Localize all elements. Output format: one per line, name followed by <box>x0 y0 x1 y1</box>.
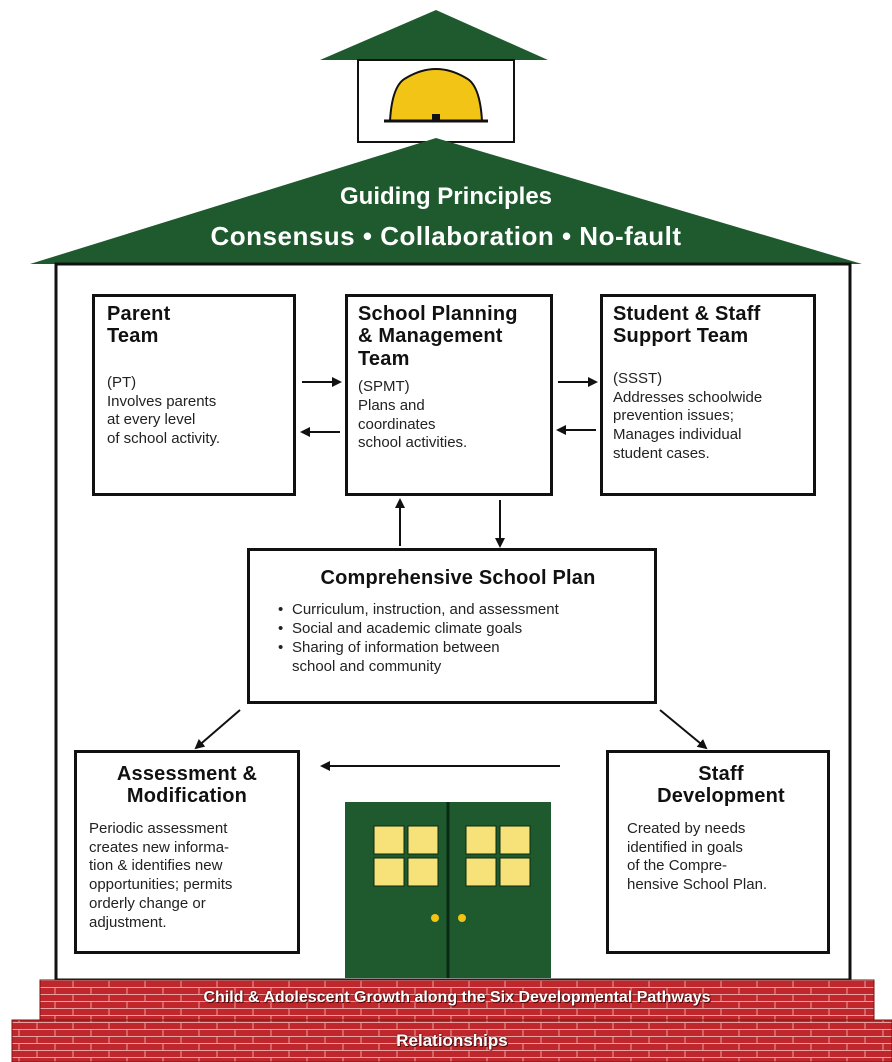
upper-step-label: Child & Adolescent Growth along the Six … <box>203 989 711 1006</box>
upper-step <box>39 979 875 1021</box>
double-door <box>345 802 551 978</box>
lower-step <box>11 1019 892 1062</box>
cupola-roof <box>320 10 548 60</box>
plan-list: Curriculum, instruction, and assessment … <box>276 601 640 676</box>
spmt-title: School Planning & Management Team <box>358 303 518 370</box>
plan-item: Sharing of information between school an… <box>278 639 640 677</box>
staff-title: Staff Development <box>657 763 785 808</box>
staff-development-box: Staff Development Created by needs ident… <box>606 750 830 954</box>
parent-team-title: Parent Team <box>107 303 171 348</box>
bell-icon <box>384 68 488 123</box>
comprehensive-plan-box: Comprehensive School Plan Curriculum, in… <box>247 548 657 704</box>
roof-title: Guiding Principles <box>339 183 553 210</box>
spmt-box: School Planning & Management Team (SPMT)… <box>345 294 553 496</box>
ssst-box: Student & Staff Support Team (SSST) Addr… <box>600 294 816 496</box>
plan-item: Social and academic climate goals <box>278 620 640 639</box>
parent-team-body: (PT) Involves parents at every level of … <box>107 373 221 448</box>
roof-subtitle: Consensus • Collaboration • No-fault <box>210 221 682 251</box>
plan-title: Comprehensive School Plan <box>320 567 596 589</box>
staff-body: Created by needs identified in goals of … <box>627 819 768 894</box>
plan-item: Curriculum, instruction, and assessment <box>278 601 640 620</box>
parent-team-box: Parent Team (PT) Involves parents at eve… <box>92 294 296 496</box>
ssst-title: Student & Staff Support Team <box>613 303 761 348</box>
main-roof <box>30 138 862 264</box>
assessment-title: Assessment & Modification <box>116 763 258 808</box>
lower-step-label: Relationships <box>396 1031 508 1050</box>
assessment-box: Assessment & Modification Periodic asses… <box>74 750 300 954</box>
ssst-body: (SSST) Addresses schoolwide prevention i… <box>613 369 763 462</box>
arrow-plan-to-staff <box>659 709 708 750</box>
spmt-body: (SPMT) Plans and coordinates school acti… <box>358 378 468 452</box>
arrow-plan-to-assessment <box>194 709 241 750</box>
assessment-body: Periodic assessment creates new informa-… <box>89 819 233 931</box>
